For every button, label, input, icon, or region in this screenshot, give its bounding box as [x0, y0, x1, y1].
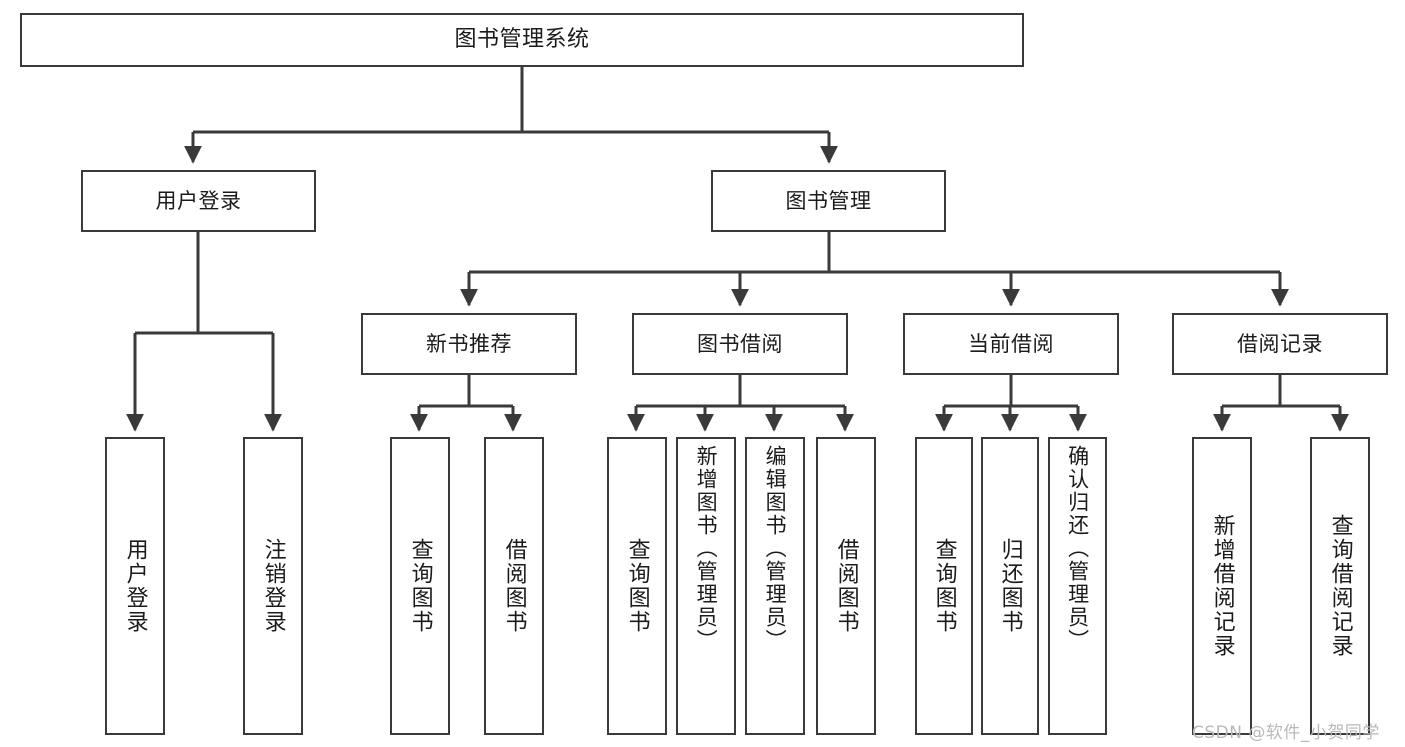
- leaf-current-return-book[interactable]: 归还图书: [981, 437, 1039, 735]
- node-book-management[interactable]: 图书管理: [711, 170, 946, 232]
- node-label: 注销登录: [260, 538, 286, 634]
- node-label: 图书管理系统: [454, 27, 590, 53]
- node-label: 借阅图书: [833, 538, 859, 634]
- node-label: 图书借阅: [697, 331, 783, 356]
- node-label: 借阅图书: [501, 538, 527, 634]
- node-label: 查询图书: [931, 538, 957, 634]
- node-label: 用户登录: [155, 188, 242, 213]
- node-label: 借阅记录: [1237, 331, 1323, 356]
- leaf-newbook-query-book[interactable]: 查询图书: [390, 437, 450, 735]
- leaf-logout[interactable]: 注销登录: [243, 437, 303, 735]
- node-label: 编辑图书（管理员）: [763, 445, 788, 652]
- leaf-records-query-record[interactable]: 查询借阅记录: [1310, 437, 1370, 735]
- node-book-borrow[interactable]: 图书借阅: [632, 313, 848, 375]
- node-label: 查询借阅记录: [1327, 514, 1353, 658]
- leaf-records-add-record[interactable]: 新增借阅记录: [1192, 437, 1252, 735]
- leaf-current-confirm-return-admin[interactable]: 确认归还（管理员）: [1048, 437, 1107, 735]
- node-label: 确认归还（管理员）: [1065, 445, 1090, 652]
- leaf-borrow-add-book-admin[interactable]: 新增图书（管理员）: [676, 437, 736, 735]
- leaf-newbook-borrow-book[interactable]: 借阅图书: [484, 437, 544, 735]
- node-label: 当前借阅: [968, 331, 1054, 356]
- leaf-borrow-query-book[interactable]: 查询图书: [607, 437, 667, 735]
- leaf-borrow-edit-book-admin[interactable]: 编辑图书（管理员）: [745, 437, 805, 735]
- node-label: 用户登录: [122, 538, 148, 634]
- node-label: 查询图书: [624, 538, 650, 634]
- node-root-system[interactable]: 图书管理系统: [20, 13, 1024, 67]
- node-label: 新增图书（管理员）: [694, 445, 719, 652]
- node-label: 归还图书: [997, 538, 1023, 634]
- node-label: 图书管理: [785, 188, 872, 213]
- leaf-borrow-borrow-book[interactable]: 借阅图书: [816, 437, 876, 735]
- watermark: CSDN @软件_小贺同学: [1192, 723, 1380, 743]
- leaf-current-query-book[interactable]: 查询图书: [915, 437, 973, 735]
- node-label: 新增借阅记录: [1209, 514, 1235, 658]
- node-new-book-recommend[interactable]: 新书推荐: [361, 313, 577, 375]
- node-label: 新书推荐: [426, 331, 512, 356]
- node-label: 查询图书: [407, 538, 433, 634]
- leaf-user-login[interactable]: 用户登录: [105, 437, 165, 735]
- node-borrow-records[interactable]: 借阅记录: [1172, 313, 1388, 375]
- node-user-login[interactable]: 用户登录: [81, 170, 316, 232]
- node-current-borrow[interactable]: 当前借阅: [903, 313, 1119, 375]
